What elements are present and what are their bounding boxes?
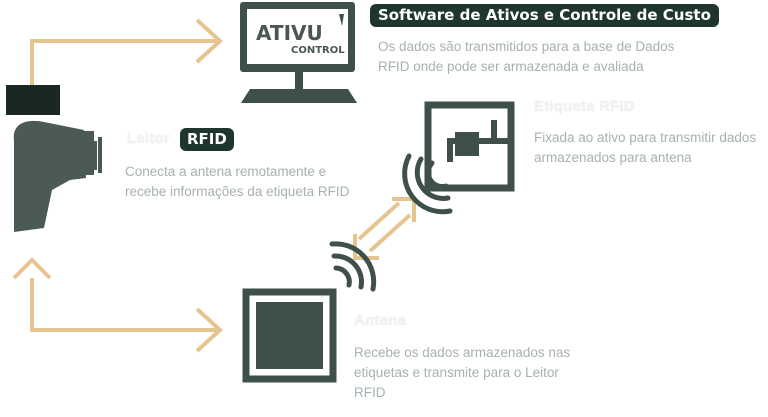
rfid-tag-icon (424, 101, 515, 192)
tag-description: Fixada ao ativo para transmitir dados ar… (534, 130, 757, 165)
monitor-icon (240, 2, 357, 103)
logo-brand: ATIVU (256, 21, 323, 45)
antenna-description: Recebe os dados armazenados nas etiqueta… (354, 345, 571, 400)
tag-signal-icon (402, 153, 453, 215)
antenna-title: Antena (354, 312, 407, 329)
software-description: Os dados são transmitidos para a base de… (378, 39, 675, 74)
reader-description: Conecta a antena remotamente e recebe in… (125, 164, 350, 199)
reader-title: Leitor (127, 130, 170, 152)
antenna-icon (242, 288, 337, 383)
software-title: Software de Ativos e Controle de Custo (370, 4, 719, 27)
arrow-antenna-tag (353, 197, 416, 260)
tag-title: Etiqueta RFID (534, 98, 635, 115)
antenna-signal-icon (329, 241, 377, 292)
reader-title-tag: RFID (180, 128, 234, 151)
arrow-reader-antenna (12, 257, 223, 353)
reader-title-prefix: Leitor (127, 130, 170, 147)
ativu-logo: ATIVU CONTROL (256, 14, 345, 56)
arrow-reader-to-software (30, 18, 223, 88)
logo-sub: CONTROL (291, 45, 345, 56)
rfid-reader-icon (6, 85, 102, 232)
